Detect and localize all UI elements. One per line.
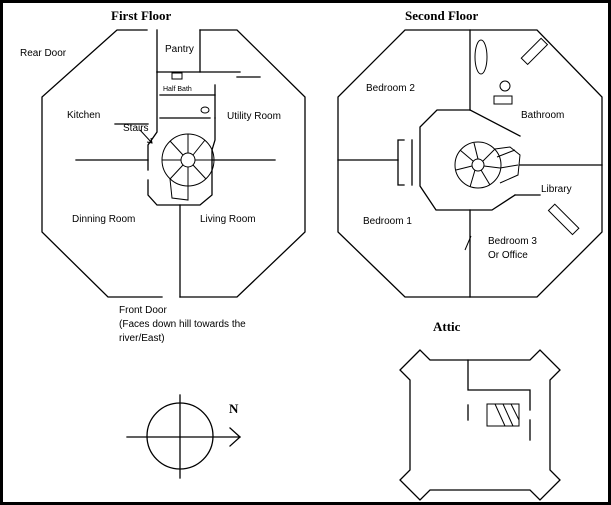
stair-tread (169, 164, 184, 180)
attic-hatch-rung (494, 403, 506, 427)
attic-outline (399, 349, 561, 501)
second-floor-stair-inner (471, 158, 485, 172)
pantry-label: Pantry (165, 44, 194, 55)
stair-tread (483, 165, 501, 169)
stair-upper-flight (494, 146, 521, 184)
attic-plan: Attic (399, 319, 561, 501)
compass-arrowhead (229, 427, 241, 447)
stair-tread (469, 169, 476, 188)
bathroom-label: Bathroom (521, 110, 564, 121)
bedroom-3-label: Bedroom 3 (488, 236, 537, 247)
half-bath-label: Half Bath (163, 86, 192, 93)
bedroom-2-label: Bedroom 2 (366, 83, 415, 94)
second-floor-outline (337, 29, 603, 298)
bathroom-core-wall (469, 109, 521, 137)
closet-bracket (397, 139, 405, 186)
stair-tread (192, 139, 206, 156)
library-label: Library (541, 184, 572, 195)
rear-door-label: Rear Door (20, 48, 67, 59)
first-floor-stair-inner (180, 152, 196, 168)
utility-room-label: Utility Room (227, 111, 281, 122)
bathroom-window-box (520, 37, 549, 66)
stair-landing (169, 178, 189, 201)
second-floor-core-wall (419, 109, 516, 211)
stair-tread (473, 142, 479, 160)
stairs-label: Stairs (123, 123, 149, 134)
bedroom3-window-box (547, 203, 580, 236)
second-floor-plan: Second Floor Bedroom 2 (337, 8, 603, 298)
floor-plan-drawing: First Floor (20, 8, 603, 501)
half-bath-sink (171, 72, 183, 80)
stairs-pointer-arrowhead (146, 137, 153, 144)
first-floor-east-wall (179, 29, 306, 298)
half-bath-toilet (200, 106, 210, 114)
compass-north-label: N (229, 401, 239, 416)
stair-tread (482, 148, 496, 162)
bathroom-toilet (499, 80, 511, 92)
stair-tread (499, 164, 519, 169)
attic-hatch-rung (510, 403, 520, 421)
attic-interior-wall-north (467, 359, 531, 411)
living-room-label: Living Room (200, 214, 256, 225)
stair-tread (459, 149, 474, 162)
core-west-wall (147, 71, 158, 171)
stairs-pointer-arrow (139, 129, 153, 144)
bedroom-1-label: Bedroom 1 (363, 216, 412, 227)
stair-tread (455, 165, 473, 171)
front-door-note-line2: river/East) (119, 333, 165, 344)
bathroom-sink (493, 95, 513, 105)
dinning-room-label: Dinning Room (72, 214, 135, 225)
bedroom-3-alt-label: Or Office (488, 250, 528, 261)
attic-heading: Attic (433, 319, 461, 334)
stair-tread (480, 169, 491, 186)
kitchen-label: Kitchen (67, 110, 100, 121)
front-door-label: Front Door (119, 305, 167, 316)
compass: N (126, 394, 241, 479)
stair-tread (192, 164, 207, 180)
core-east-wall (147, 117, 216, 206)
attic-hatch-rung (502, 403, 514, 427)
first-floor-plan: First Floor (20, 8, 306, 344)
stair-tread (169, 140, 184, 156)
first-floor-heading: First Floor (111, 8, 172, 23)
second-floor-heading: Second Floor (405, 8, 479, 23)
bathtub (474, 39, 488, 75)
stair-tread (496, 149, 516, 158)
front-door-note-line1: (Faces down hill towards the (119, 319, 246, 330)
first-floor-west-wall (41, 29, 163, 298)
second-floor-stair-outer (454, 141, 502, 189)
bedroom3-door-swing (464, 235, 472, 251)
